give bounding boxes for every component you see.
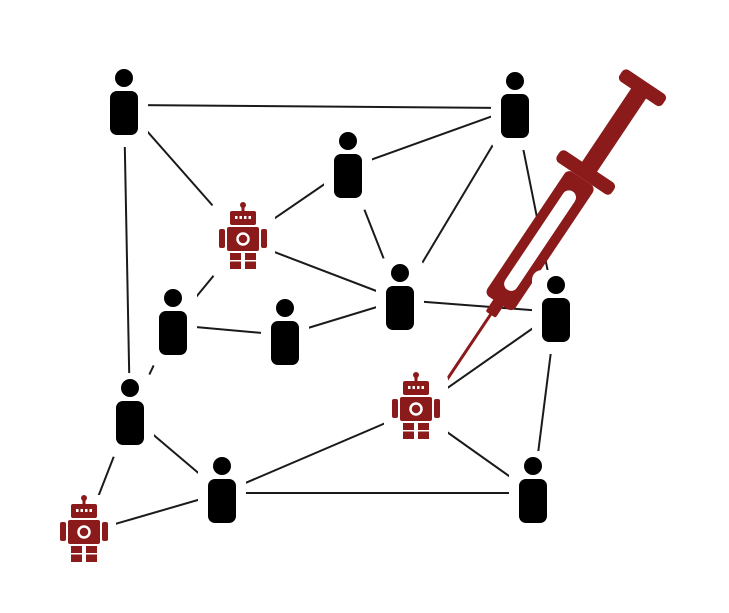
person-icon xyxy=(106,373,154,457)
person-icon xyxy=(100,63,148,147)
syringe-icon xyxy=(434,69,667,397)
person-icon xyxy=(149,283,197,367)
network-edge xyxy=(123,104,131,416)
person-icon xyxy=(491,66,539,150)
person-icon xyxy=(376,258,424,342)
robot-icon xyxy=(211,202,275,278)
person-icon xyxy=(324,126,372,210)
robot-icon xyxy=(384,372,448,448)
node-layer xyxy=(52,63,580,571)
person-icon xyxy=(261,293,309,377)
person-icon xyxy=(532,270,580,354)
person-icon xyxy=(198,451,246,535)
network-edge xyxy=(399,299,557,313)
network-edge xyxy=(221,409,417,494)
network-edge xyxy=(347,107,516,169)
network-edge xyxy=(123,104,516,109)
person-icon xyxy=(509,451,557,535)
robot-icon xyxy=(52,495,116,571)
